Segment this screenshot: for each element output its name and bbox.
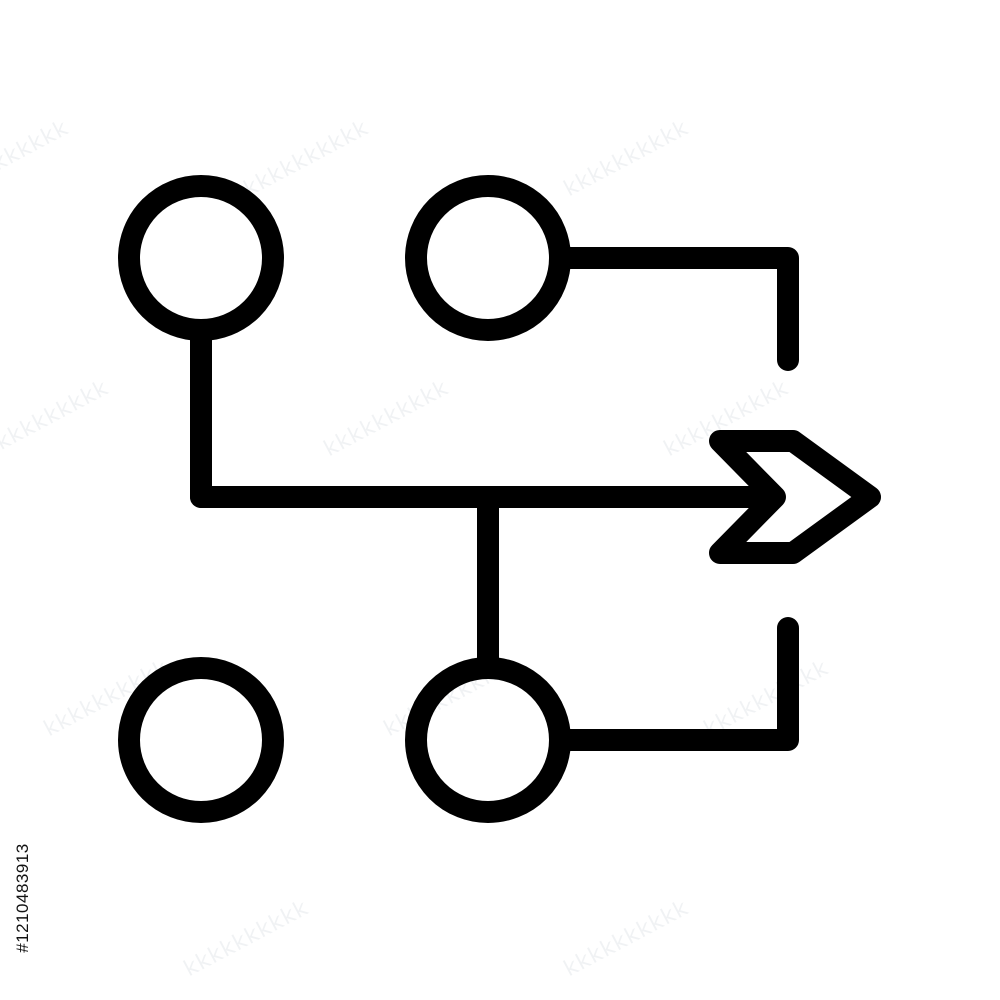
icon-strokes: [118, 175, 881, 823]
node-top-left: [118, 175, 284, 341]
node-top-right: [405, 175, 571, 341]
bracket-top: [549, 247, 799, 371]
node-bottom-right: [405, 657, 571, 823]
node-bottom-left: [118, 657, 284, 823]
arrow-head-icon: [709, 430, 881, 564]
stock-id-label: #1210483913: [8, 760, 38, 1000]
stock-id-text: #1210483913: [13, 843, 33, 953]
bracket-bottom: [549, 617, 799, 751]
